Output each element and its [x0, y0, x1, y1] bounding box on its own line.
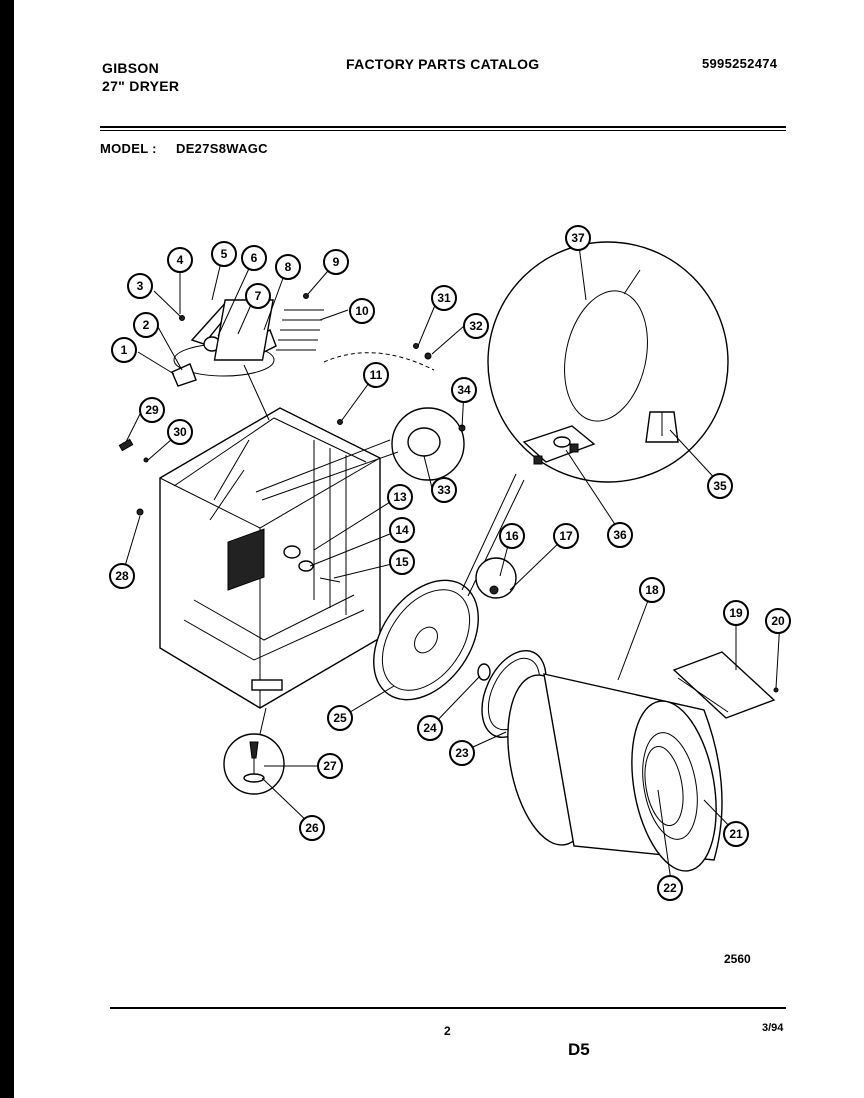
- callout-number: 20: [771, 614, 785, 628]
- callout-6: 6: [241, 245, 267, 271]
- callout-14: 14: [389, 517, 415, 543]
- callout-3: 3: [127, 273, 153, 299]
- callout-7: 7: [245, 283, 271, 309]
- callout-27: 27: [317, 753, 343, 779]
- callout-33: 33: [431, 477, 457, 503]
- callout-number: 18: [645, 583, 659, 597]
- callout-number: 34: [457, 383, 471, 397]
- callout-number: 4: [177, 253, 184, 267]
- cabinet-drawing: [159, 407, 381, 709]
- callout-28: 28: [109, 563, 135, 589]
- date-code: 3/94: [762, 1022, 784, 1034]
- callout-number: 3: [137, 279, 144, 293]
- brand-name: GIBSON: [102, 60, 160, 76]
- callout-13: 13: [387, 484, 413, 510]
- figure-code: 2560: [724, 952, 751, 966]
- inset-belt-and-motor: [487, 241, 729, 483]
- catalog-title: FACTORY PARTS CATALOG: [346, 56, 540, 72]
- callout-number: 35: [713, 479, 727, 493]
- callout-22: 22: [657, 875, 683, 901]
- callout-number: 24: [423, 721, 437, 735]
- top-hardware: [171, 293, 435, 425]
- callout-number: 25: [333, 711, 347, 725]
- header-rule-thin: [100, 130, 786, 131]
- callout-10: 10: [349, 298, 375, 324]
- callout-30: 30: [167, 419, 193, 445]
- page-number: 2: [444, 1024, 451, 1038]
- callout-34: 34: [451, 377, 477, 403]
- callout-25: 25: [327, 705, 353, 731]
- callout-36: 36: [607, 522, 633, 548]
- small-hardware: [118, 438, 341, 583]
- callout-18: 18: [639, 577, 665, 603]
- callout-number: 6: [251, 251, 258, 265]
- callout-number: 23: [455, 746, 469, 760]
- callout-23: 23: [449, 740, 475, 766]
- callout-number: 5: [221, 247, 228, 261]
- inset-leveling-leg: [223, 707, 285, 795]
- callout-number: 27: [323, 759, 337, 773]
- callout-number: 1: [121, 343, 128, 357]
- callout-31: 31: [431, 285, 457, 311]
- callout-20: 20: [765, 608, 791, 634]
- callout-number: 32: [469, 319, 483, 333]
- callout-number: 28: [115, 569, 129, 583]
- callout-11: 11: [363, 362, 389, 388]
- front-bulkhead: [373, 473, 525, 701]
- callout-number: 19: [729, 606, 743, 620]
- callout-29: 29: [139, 397, 165, 423]
- callout-number: 29: [145, 403, 159, 417]
- catalog-sheet: GIBSON 27" DRYER FACTORY PARTS CATALOG 5…: [14, 0, 864, 1098]
- callout-17: 17: [553, 523, 579, 549]
- callout-number: 14: [395, 523, 409, 537]
- callout-number: 15: [395, 555, 409, 569]
- callout-number: 17: [559, 529, 573, 543]
- callout-9: 9: [323, 249, 349, 275]
- callout-35: 35: [707, 473, 733, 499]
- callout-15: 15: [389, 549, 415, 575]
- callout-number: 11: [370, 368, 383, 382]
- callout-number: 8: [285, 260, 292, 274]
- drum-baffle: [672, 651, 779, 719]
- section-code: D5: [568, 1040, 590, 1059]
- callout-number: 31: [437, 291, 451, 305]
- callout-1: 1: [111, 337, 137, 363]
- catalog-part-number: 5995252474: [702, 56, 778, 71]
- callout-number: 26: [305, 821, 319, 835]
- callout-number: 30: [173, 425, 187, 439]
- callout-21: 21: [723, 821, 749, 847]
- dryer-drum: [507, 673, 723, 872]
- callout-24: 24: [417, 715, 443, 741]
- model-label: MODEL :: [100, 141, 157, 156]
- callout-number: 2: [143, 318, 150, 332]
- header-rule: [100, 126, 786, 128]
- callout-16: 16: [499, 523, 525, 549]
- callout-number: 22: [663, 881, 677, 895]
- callout-number: 7: [255, 289, 262, 303]
- callout-number: 21: [729, 827, 743, 841]
- callout-37: 37: [565, 225, 591, 251]
- footer-rule: [110, 1007, 786, 1009]
- callout-8: 8: [275, 254, 301, 280]
- callout-number: 13: [393, 490, 407, 504]
- callout-number: 33: [437, 483, 451, 497]
- callout-2: 2: [133, 312, 159, 338]
- inset-roller: [475, 557, 517, 599]
- exploded-parts-diagram: 1 2 3 4 5 6 7 8 9 10 11 13 14 15 16 17 1…: [109, 225, 791, 901]
- callout-4: 4: [167, 247, 193, 273]
- callout-26: 26: [299, 815, 325, 841]
- callout-number: 37: [571, 231, 585, 245]
- callout-number: 36: [613, 528, 627, 542]
- product-name: 27" DRYER: [102, 78, 180, 94]
- callout-number: 10: [355, 304, 369, 318]
- callout-number: 9: [333, 255, 340, 269]
- callout-5: 5: [211, 241, 237, 267]
- inset-thermostat: [255, 407, 466, 501]
- callout-19: 19: [723, 600, 749, 626]
- callout-32: 32: [463, 313, 489, 339]
- callout-number: 16: [505, 529, 519, 543]
- model-number: DE27S8WAGC: [176, 141, 268, 156]
